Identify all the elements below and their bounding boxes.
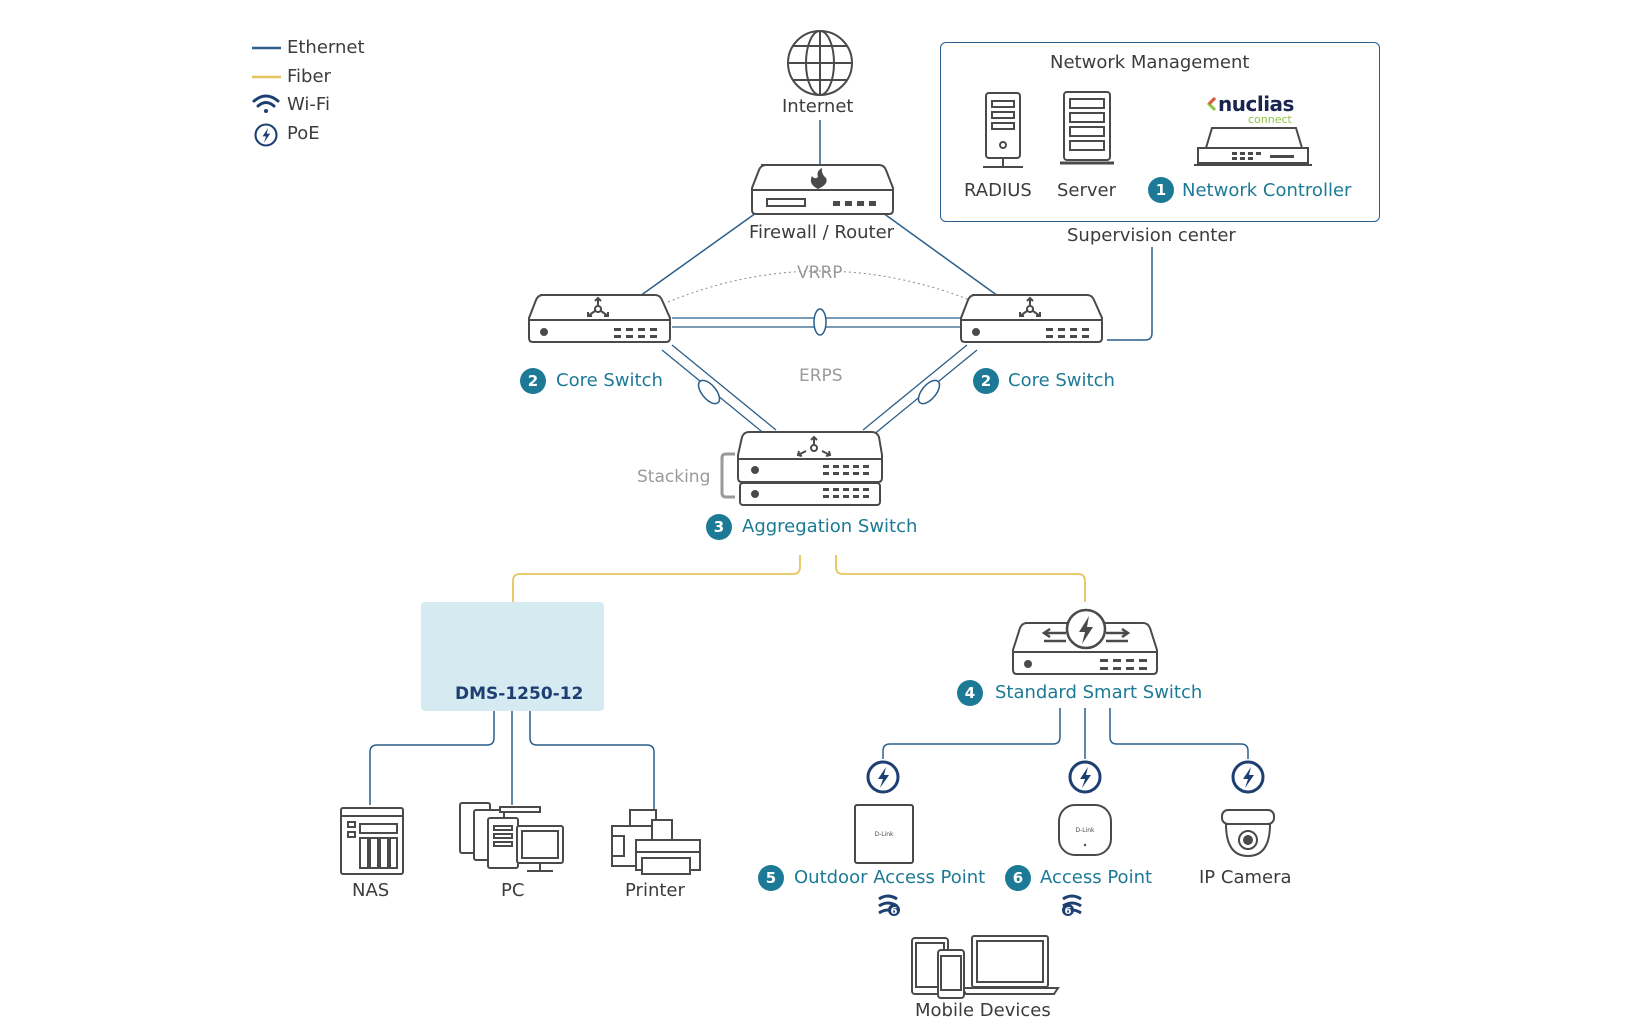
printer-label: Printer bbox=[625, 880, 685, 901]
server-label: Server bbox=[1057, 180, 1117, 201]
erps-label: ERPS bbox=[799, 366, 843, 386]
pc-icon bbox=[459, 802, 564, 872]
svg-text:6: 6 bbox=[891, 906, 898, 917]
outdoor-ap-label: Outdoor Access Point bbox=[794, 867, 986, 888]
network-controller-label: Network Controller bbox=[1182, 180, 1352, 201]
legend-graphics bbox=[252, 46, 281, 147]
core-switch-right-label: Core Switch bbox=[1008, 370, 1115, 391]
access-point-icon bbox=[1058, 804, 1112, 856]
aggregation-switch-label: Aggregation Switch bbox=[742, 516, 918, 537]
poe-access-point-icon bbox=[1068, 760, 1102, 794]
ip-camera-icon bbox=[1221, 809, 1275, 858]
mobile-devices-icon bbox=[911, 935, 1060, 999]
core-switch-right-icon bbox=[960, 294, 1103, 343]
smart-switch-number: 4 bbox=[957, 680, 983, 706]
core-switch-left-number: 2 bbox=[520, 368, 546, 394]
vrrp-arc bbox=[667, 270, 976, 303]
smart-switch-icon bbox=[1012, 608, 1158, 675]
core-switch-left-icon bbox=[528, 294, 671, 343]
outdoor-ap-number: 5 bbox=[758, 865, 784, 891]
legend-fiber: Fiber bbox=[287, 66, 331, 87]
server-icon bbox=[1060, 91, 1114, 165]
nuclias-logo-sub: connect bbox=[1248, 113, 1292, 126]
access-point-number: 6 bbox=[1005, 865, 1031, 891]
mobile-devices-label: Mobile Devices bbox=[915, 1000, 1051, 1021]
aggregation-switch-number: 3 bbox=[706, 514, 732, 540]
network-controller-number: 1 bbox=[1148, 177, 1174, 203]
globe-icon bbox=[787, 30, 853, 96]
nuclias-logo-name: nuclias bbox=[1218, 92, 1294, 116]
core-switch-left-label: Core Switch bbox=[556, 370, 663, 391]
supervision-center-label: Supervision center bbox=[1067, 225, 1236, 246]
poe-icon bbox=[254, 123, 278, 147]
nas-label: NAS bbox=[352, 880, 390, 901]
legend-ethernet: Ethernet bbox=[287, 37, 365, 58]
legend-wifi: Wi-Fi bbox=[287, 94, 330, 115]
fiber-links bbox=[512, 555, 1086, 602]
printer-icon bbox=[611, 809, 701, 875]
dms-switch-label: DMS-1250-12 bbox=[455, 684, 584, 704]
network-management-panel bbox=[940, 42, 1380, 222]
access-point-label: Access Point bbox=[1040, 867, 1153, 888]
vrrp-label: VRRP bbox=[797, 263, 843, 283]
firewall-router-label: Firewall / Router bbox=[749, 222, 895, 243]
access-point-brand: D-Link bbox=[1075, 827, 1095, 834]
wifi-icon bbox=[252, 94, 280, 113]
svg-text:6: 6 bbox=[1065, 906, 1072, 917]
radius-label: RADIUS bbox=[964, 180, 1032, 201]
smart-switch-label: Standard Smart Switch bbox=[995, 682, 1203, 703]
firewall-router-icon bbox=[751, 164, 894, 215]
radius-server-icon bbox=[983, 92, 1023, 168]
ip-camera-label: IP Camera bbox=[1199, 867, 1292, 888]
stacking-label: Stacking bbox=[637, 467, 711, 487]
pc-label: PC bbox=[501, 880, 525, 901]
poe-outdoor-ap-icon bbox=[866, 760, 900, 794]
network-management-title: Network Management bbox=[1050, 52, 1250, 73]
ethernet-links bbox=[369, 120, 1249, 812]
internet-label: Internet bbox=[782, 96, 854, 117]
outdoor-access-point-icon bbox=[854, 804, 914, 864]
aggregation-switch-icon bbox=[720, 431, 883, 506]
nas-icon bbox=[340, 807, 404, 875]
poe-ip-camera-icon bbox=[1231, 760, 1265, 794]
dms-highlight-box bbox=[421, 602, 604, 711]
core-switch-right-number: 2 bbox=[973, 368, 999, 394]
nuclias-logo: nuclias connect bbox=[1218, 92, 1294, 126]
outdoor-ap-brand: D-Link bbox=[874, 831, 894, 838]
legend-poe: PoE bbox=[287, 123, 320, 144]
network-controller-icon bbox=[1194, 127, 1312, 166]
